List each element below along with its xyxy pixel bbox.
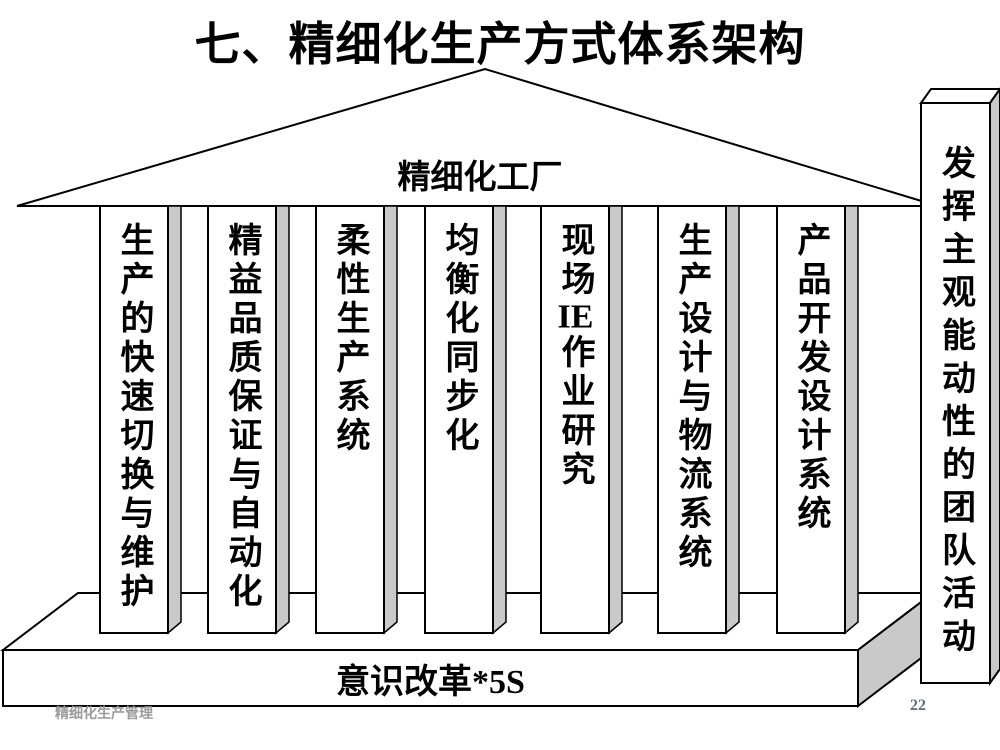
pillar-front-face (657, 205, 727, 634)
pillar-label-text: 现场IE作业研究 (556, 222, 594, 490)
pillar-front-face (315, 205, 385, 634)
right-pillar (919, 87, 1000, 687)
base-label: 意识改革*5S (336, 663, 525, 701)
right-pillar-label-text: 发挥主观能动性的团队活动 (936, 145, 975, 661)
pillar-side-face (608, 205, 623, 635)
pillar-label-2: 精益品质保证与自动化 (208, 206, 276, 633)
pillar-label-text: 产品开发设计系统 (792, 222, 830, 534)
pillar-label-text: 生产设计与物流系统 (673, 222, 711, 573)
pillar-label-text: 柔性生产系统 (331, 222, 369, 456)
footer-text: 精细化生产管理 (55, 705, 153, 721)
roof-label: 精细化工厂 (397, 158, 563, 195)
pillar-side-face (275, 205, 290, 635)
pillar-label-1: 生产的快速切换与维护 (100, 206, 168, 633)
pillar-side-face (725, 205, 740, 635)
right-pillar-front-face (920, 102, 991, 684)
right-pillar-side-face (989, 87, 1000, 687)
right-pillar-top-face (919, 88, 1000, 104)
page-number: 22 (910, 697, 926, 714)
pillar-label-5: 现场IE作业研究 (541, 206, 609, 633)
pillar-side-face (383, 205, 398, 635)
right-pillar-label: 发挥主观能动性的团队活动 (921, 103, 990, 683)
pillar-side-face (492, 205, 507, 635)
base-front-face (2, 649, 859, 707)
pillar-front-face (540, 205, 610, 634)
pillar-label-text: 精益品质保证与自动化 (223, 222, 261, 612)
pillar-label-3: 柔性生产系统 (316, 206, 384, 633)
pillar-front-face (207, 205, 277, 634)
pillar-label-text: 生产的快速切换与维护 (115, 222, 153, 612)
pillar-label-7: 产品开发设计系统 (777, 206, 845, 633)
page-title: 七、精细化生产方式体系架构 (194, 18, 806, 70)
pillar-front-face (99, 205, 169, 634)
pillar-label-6: 生产设计与物流系统 (658, 206, 726, 633)
pillar-side-face (167, 205, 182, 635)
pillar-side-face (844, 205, 859, 635)
pillar-front-faces (99, 205, 846, 634)
pillar-front-face (424, 205, 494, 634)
pillar-label-4: 均衡化同步化 (425, 206, 493, 633)
pillar-label-text: 均衡化同步化 (440, 222, 478, 456)
pillar-front-face (776, 205, 846, 634)
